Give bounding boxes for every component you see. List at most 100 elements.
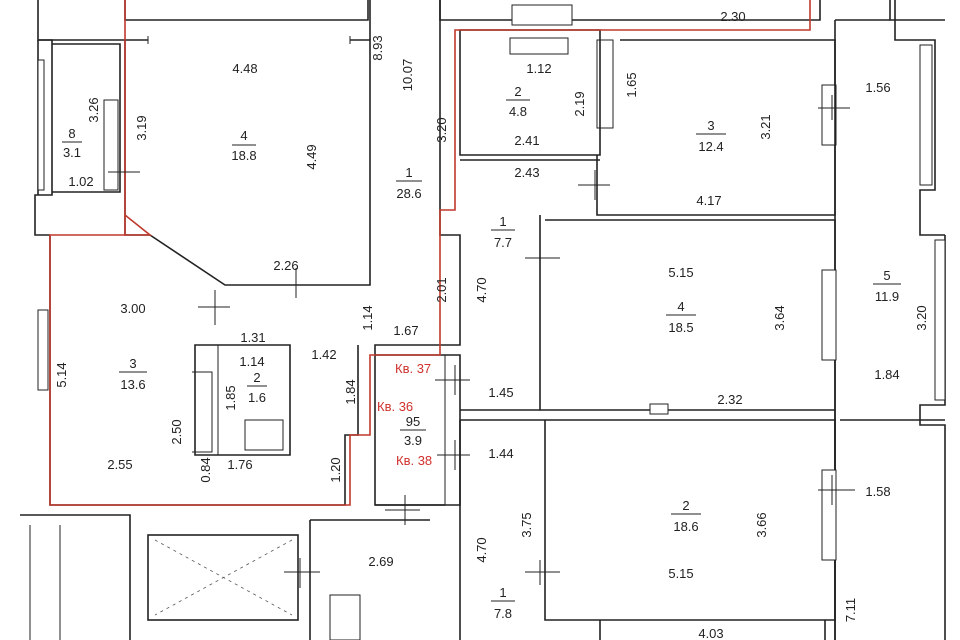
room-area: 1.6 xyxy=(248,390,266,405)
window xyxy=(37,59,45,191)
room-label: 1 28.6 xyxy=(396,165,422,201)
room-area: 4.8 xyxy=(509,104,527,119)
room-number: 3 xyxy=(707,118,714,133)
room-label: 95 3.9 xyxy=(400,414,426,448)
room-number: 8 xyxy=(68,126,75,141)
dimension-label: 3.00 xyxy=(120,301,145,316)
dimension-label: 2.41 xyxy=(514,133,539,148)
room-label: 3 13.6 xyxy=(119,356,147,392)
window xyxy=(103,99,119,191)
dimension-label: 8.93 xyxy=(370,35,385,60)
dimension-label: 1.31 xyxy=(240,330,265,345)
door-markers xyxy=(108,95,855,588)
room-number: 1 xyxy=(499,214,506,229)
apartment-tag: Кв. 38 xyxy=(396,453,432,468)
dimension-label: 1.14 xyxy=(360,305,375,330)
room-number: 1 xyxy=(405,165,412,180)
dimension-label: 5.15 xyxy=(668,566,693,581)
dimension-label: 1.14 xyxy=(239,354,264,369)
dimension-label: 1.76 xyxy=(227,457,252,472)
dimension-label: 1.56 xyxy=(865,80,890,95)
room-number: 4 xyxy=(240,128,247,143)
apartment-tag: Кв. 36 xyxy=(377,399,413,414)
room-number: 3 xyxy=(129,356,136,371)
dimension-label: 3.20 xyxy=(434,117,449,142)
dimension-label: 0.84 xyxy=(198,457,213,482)
room-label: 2 4.8 xyxy=(506,84,530,119)
room-number: 4 xyxy=(677,299,684,314)
dimension-label: 2.32 xyxy=(717,392,742,407)
room-area: 3.1 xyxy=(63,145,81,160)
room-label: 4 18.8 xyxy=(231,128,256,163)
room-area: 3.9 xyxy=(404,433,422,448)
dimension-label: 1.12 xyxy=(526,61,551,76)
dimension-label: 4.49 xyxy=(304,144,319,169)
dimension-label: 3.20 xyxy=(914,305,929,330)
room-number: 2 xyxy=(514,84,521,99)
room-label: 2 18.6 xyxy=(671,498,701,534)
dimension-label: 3.21 xyxy=(758,114,773,139)
dimension-label: 3.19 xyxy=(134,115,149,140)
room-area: 11.9 xyxy=(875,289,899,304)
room-label: 5 11.9 xyxy=(873,268,901,304)
dimension-label: 2.50 xyxy=(169,419,184,444)
room-number: 2 xyxy=(253,370,260,385)
dimension-label: 3.26 xyxy=(86,97,101,122)
room-label: 8 3.1 xyxy=(62,126,82,160)
dimension-label: 1.45 xyxy=(488,385,513,400)
dimension-label: 2.55 xyxy=(107,457,132,472)
dimension-label: 3.66 xyxy=(754,512,769,537)
window xyxy=(934,239,946,401)
room-label: 3 12.4 xyxy=(696,118,726,154)
window xyxy=(821,469,837,561)
dimension-label: 5.14 xyxy=(54,362,69,387)
vent xyxy=(511,4,573,26)
room-area: 13.6 xyxy=(120,377,145,392)
dimension-label: 2.01 xyxy=(434,277,449,302)
room-number: 5 xyxy=(883,268,890,283)
dimension-label: 4.17 xyxy=(696,193,721,208)
room-area: 7.8 xyxy=(494,606,512,621)
room-area: 18.8 xyxy=(231,148,256,163)
dimension-label: 4.03 xyxy=(698,626,723,640)
dimension-label: 7.11 xyxy=(843,598,858,622)
dimension-label: 2.19 xyxy=(572,91,587,116)
window xyxy=(37,309,49,391)
dimension-label: 4.48 xyxy=(232,61,257,76)
dimension-label: 1.02 xyxy=(68,174,93,189)
vent xyxy=(509,37,569,55)
dimension-label: 1.85 xyxy=(223,385,238,410)
dimension-label: 1.58 xyxy=(865,484,890,499)
dimension-label: 10.07 xyxy=(400,59,415,92)
dimension-label: 1.44 xyxy=(488,446,513,461)
dimension-label: 2.69 xyxy=(368,554,393,569)
dimension-label: 1.42 xyxy=(311,347,336,362)
apartment-tags: Кв. 37 Кв. 36 Кв. 38 xyxy=(377,361,432,468)
room-area: 28.6 xyxy=(396,186,421,201)
dimension-label: 5.15 xyxy=(668,265,693,280)
window xyxy=(821,84,837,146)
dimension-label: 1.20 xyxy=(328,457,343,482)
room-number: 95 xyxy=(406,414,420,429)
room-area: 18.6 xyxy=(673,519,698,534)
dimension-label: 3.75 xyxy=(519,512,534,537)
room-area: 7.7 xyxy=(494,235,512,250)
room-label: 1 7.7 xyxy=(491,214,515,250)
dimensions: 2.30 4.48 8.93 10.07 1.12 1.65 3.26 3.19… xyxy=(54,9,929,640)
dimension-label: 2.43 xyxy=(514,165,539,180)
dimension-label: 2.30 xyxy=(720,9,745,24)
room-area: 18.5 xyxy=(668,320,693,335)
dimension-label: 3.64 xyxy=(772,305,787,330)
dimension-label: 1.84 xyxy=(874,367,899,382)
room-number: 2 xyxy=(682,498,689,513)
dimension-label: 1.65 xyxy=(624,72,639,97)
dimension-label: 4.70 xyxy=(474,277,489,302)
room-label: 1 7.8 xyxy=(491,585,515,621)
room-labels: 4 18.8 8 3.1 1 28.6 3 13.6 2 1.6 2 4.8 xyxy=(62,84,901,621)
dimension-label: 1.84 xyxy=(343,379,358,404)
room-label: 4 18.5 xyxy=(666,299,696,335)
window xyxy=(919,44,933,186)
apartment-tag: Кв. 37 xyxy=(395,361,431,376)
room-area: 12.4 xyxy=(698,139,723,154)
